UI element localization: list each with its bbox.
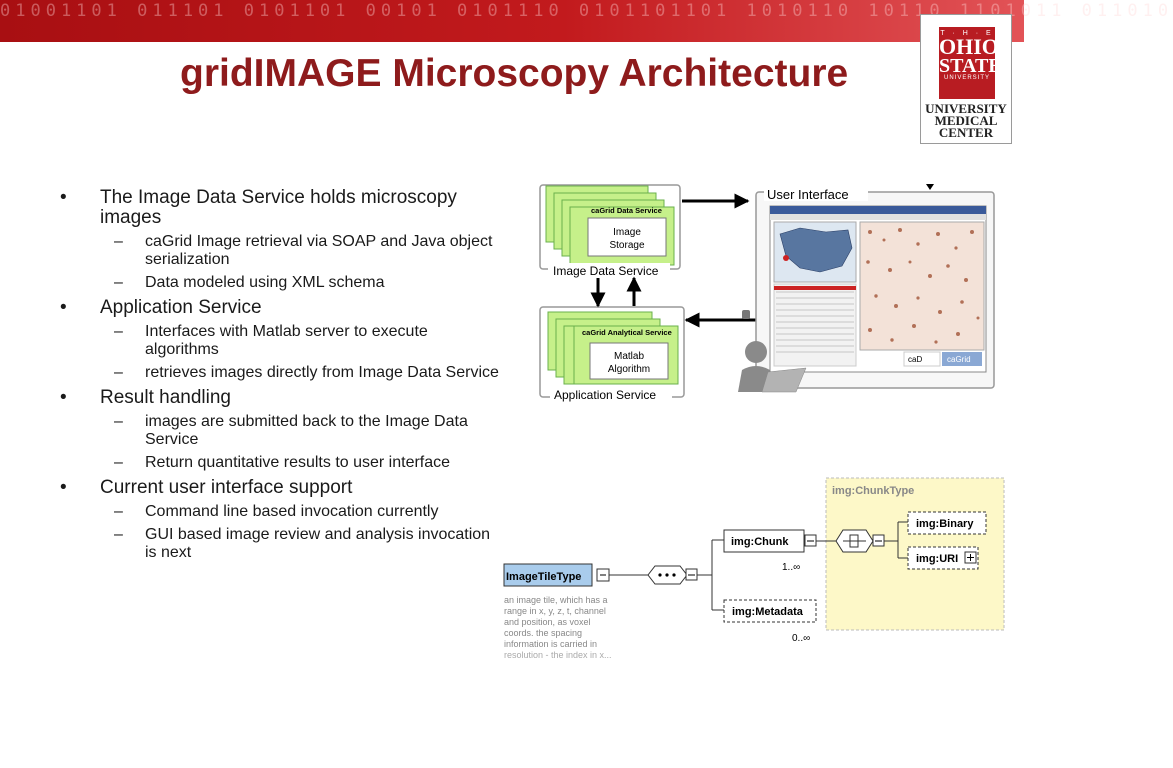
svg-text:range in x, y, z, t, channel: range in x, y, z, t, channel — [504, 606, 606, 616]
banner-binary-pattern: 01001101 011101 0101101 00101 0101110 01… — [0, 1, 1173, 21]
image-storage-label: Image — [613, 227, 641, 238]
cad-badge: caD — [908, 355, 922, 364]
xml-schema-diagram: img:ChunkType ImageTileType an image til… — [503, 477, 1005, 660]
img-binary-label: img:Binary — [916, 518, 974, 530]
sub-bullet: retrieves images directly from Image Dat… — [60, 364, 500, 382]
cagrid-data-service-label: caGrid Data Service — [591, 206, 662, 215]
user-figure-icon — [738, 310, 807, 393]
image-data-service-label: Image Data Service — [553, 264, 659, 278]
bullet-list: The Image Data Service holds microscopy … — [60, 182, 500, 562]
architecture-diagram: caGrid Data Service Image Storage Image … — [503, 184, 1005, 660]
bullet-item: The Image Data Service holds microscopy … — [60, 188, 500, 228]
image-tile-type-label: ImageTileType — [506, 571, 581, 583]
svg-text:and position, as voxel: and position, as voxel — [504, 617, 591, 627]
sub-bullet: Return quantitative results to user inte… — [60, 454, 500, 472]
user-interface-box: User Interface caD — [755, 187, 995, 389]
sub-bullet: Command line based invocation currently — [60, 503, 500, 521]
chunk-type-label: img:ChunkType — [832, 485, 914, 497]
svg-text:Algorithm: Algorithm — [608, 364, 650, 375]
svg-text:coords. the spacing: coords. the spacing — [504, 628, 582, 638]
sub-bullet: Interfaces with Matlab server to execute… — [60, 323, 500, 359]
matlab-algorithm-label: Matlab — [614, 351, 644, 362]
sub-bullet: images are submitted back to the Image D… — [60, 413, 500, 449]
bullet-item: Current user interface support — [60, 478, 500, 499]
sub-bullet: Data modeled using XML schema — [60, 274, 500, 292]
application-service-label: Application Service — [554, 388, 656, 402]
osu-logo-block: T · H · E OHIO STATE UNIVERSITY — [939, 27, 1002, 99]
image-data-service-box: caGrid Data Service Image Storage Image … — [539, 184, 681, 278]
svg-text:Storage: Storage — [609, 240, 644, 251]
img-uri-label: img:URI — [916, 553, 958, 565]
application-service-box: caGrid Analytical Service Matlab Algorit… — [539, 306, 685, 402]
svg-text:information is carried in: information is carried in — [504, 639, 597, 649]
chunk-multiplicity: 1..∞ — [782, 562, 800, 573]
medical-center-text: UNIVERSITY MEDICAL CENTER — [925, 101, 1007, 140]
sub-bullet: GUI based image review and analysis invo… — [60, 526, 500, 562]
slide-title: gridIMAGE Microscopy Architecture — [180, 52, 849, 95]
sub-bullet: caGrid Image retrieval via SOAP and Java… — [60, 233, 500, 269]
bullet-item: Result handling — [60, 388, 500, 409]
img-chunk-label: img:Chunk — [731, 536, 789, 548]
cagrid-analytical-service-label: caGrid Analytical Service — [582, 328, 672, 337]
header-banner: 01001101 011101 0101101 00101 0101110 01… — [0, 0, 1173, 42]
user-interface-label: User Interface — [767, 187, 849, 202]
osu-medical-center-logo: T · H · E OHIO STATE UNIVERSITY UNIVERSI… — [920, 14, 1012, 144]
img-metadata-label: img:Metadata — [732, 606, 804, 618]
metadata-multiplicity: 0..∞ — [792, 633, 810, 644]
cagrid-badge: caGrid — [947, 355, 971, 364]
bullet-item: Application Service — [60, 298, 500, 319]
tile-description: an image tile, which has a — [504, 595, 608, 605]
svg-text:resolution - the index in x...: resolution - the index in x... — [504, 650, 612, 660]
